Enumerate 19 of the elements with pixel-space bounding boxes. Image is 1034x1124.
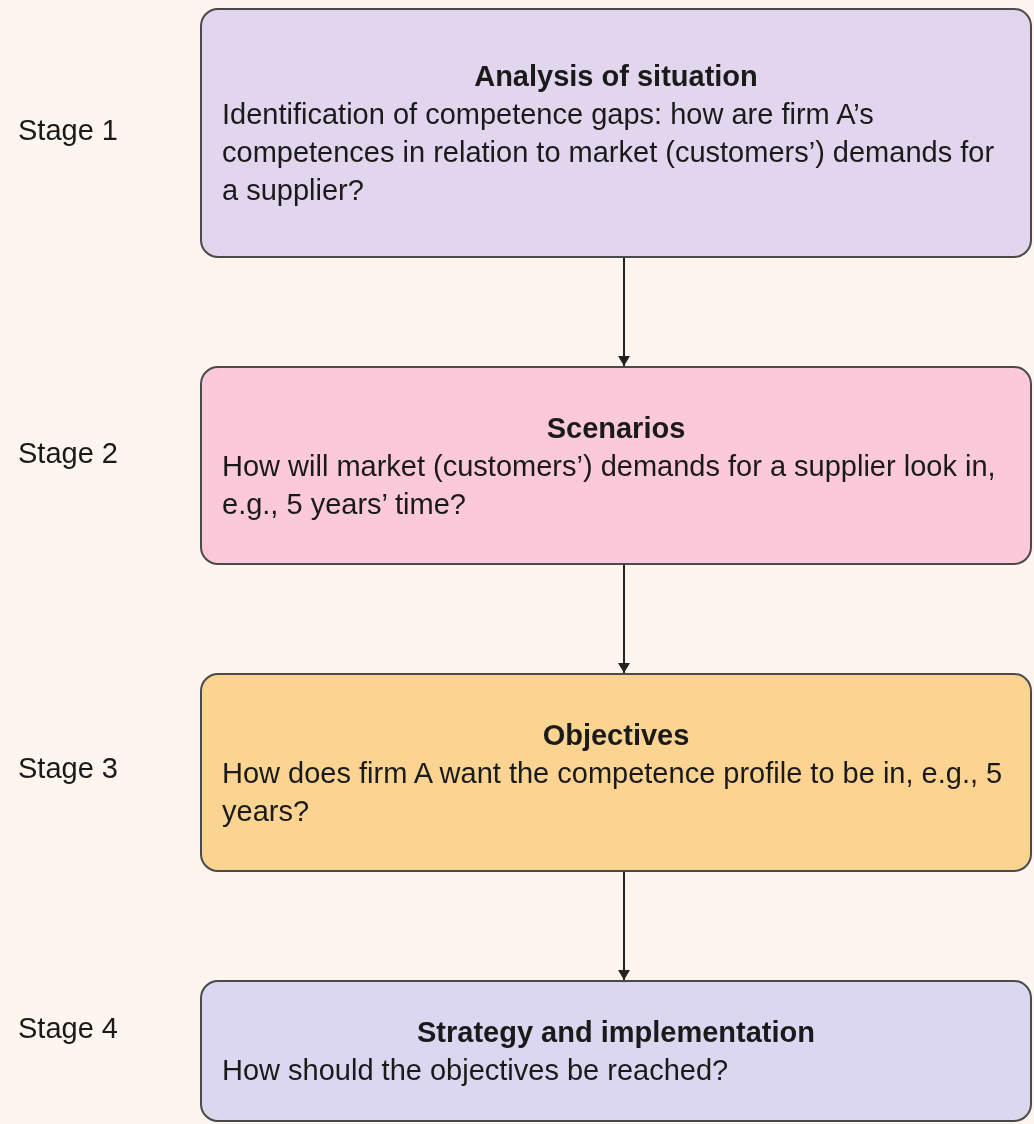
arrow: [618, 564, 630, 674]
stage-box: [200, 673, 1032, 872]
arrow: [618, 257, 630, 367]
stage-label: Stage 4: [18, 1011, 118, 1046]
box-description: How should the objectives be reached?: [221, 1053, 729, 1088]
stage-label: Stage 1: [18, 113, 118, 148]
stage-label: Stage 3: [18, 751, 118, 786]
box-heading: Scenarios: [546, 410, 686, 446]
stage-box: [200, 8, 1032, 258]
box-description: Identification of competence gaps: how are firm A’s competences in relation to market (customers’) demands for a supplier?: [221, 97, 996, 208]
arrow: [618, 871, 630, 981]
stage-box: [200, 366, 1032, 565]
box-heading: Analysis of situation: [474, 59, 758, 94]
stage-label: Stage 2: [18, 436, 118, 471]
stage-box: [200, 980, 1032, 1122]
box-heading: Strategy and implementation: [417, 1015, 815, 1050]
box-description: How will market (customers’) demands for a supplier look in, e.g., 5 years’ time?: [221, 448, 997, 522]
box-heading: Objectives: [542, 717, 690, 753]
box-description: How does firm A want the competence profile to be in, e.g., 5 years?: [221, 755, 1004, 829]
